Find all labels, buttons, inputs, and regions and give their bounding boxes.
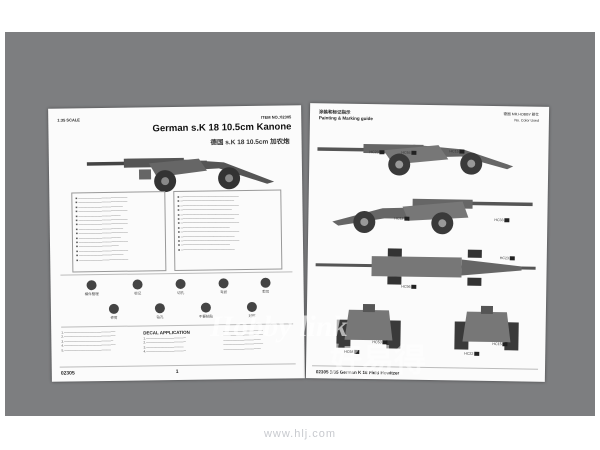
color-callout: HC22 (464, 352, 480, 356)
instructions-en-text: ■ ───────────────────── ■ ──────────────… (75, 195, 129, 263)
instructions-cn-box: ■ ───────────────────────── ■ ──────────… (173, 189, 283, 272)
icon-caption: 模件整理 (84, 292, 99, 297)
color-callout: HC23 (500, 256, 515, 260)
painting-view-front (336, 303, 401, 349)
color-callout: HC64 (401, 151, 417, 155)
item-number: ITEM NO.:02305 (260, 114, 292, 120)
watermark-cn: 好易得 (330, 342, 427, 378)
tool-icon-cut-hole (175, 278, 186, 290)
icon-caption: 切孔 (177, 290, 185, 295)
icon-caption: 剪切 (262, 289, 270, 294)
icon-caption: 钻孔 (156, 315, 164, 320)
guide-heading-en: Painting & Marking guide (318, 115, 373, 122)
tool-icon-bend (218, 278, 229, 289)
instructions-cn-text: ■ ───────────────────────── ■ ──────────… (177, 194, 240, 252)
watermark-url: www.hlj.com (263, 428, 337, 440)
notes-cn-block: 1.────────────────────── 2.─────────────… (61, 329, 116, 353)
color-callout: HC15 (492, 342, 508, 346)
painting-view-left-side (317, 143, 514, 176)
decal-heading: DECAL APPLICATION (143, 329, 190, 336)
tool-icon-mark (132, 279, 143, 290)
color-callout: HC56 (401, 285, 417, 289)
icon-caption: 修剪 (110, 315, 118, 320)
decal-instructions: 1.───────────────── 2.───────────────── … (143, 335, 186, 354)
instructions-en-box: ■ ───────────────────── ■ ──────────────… (71, 191, 167, 273)
cannon-side-view-drawing (86, 157, 275, 193)
scale-label: 1:35 SCALE (57, 117, 80, 123)
painting-view-rear (454, 305, 519, 351)
color-callout: HC33 (494, 218, 510, 222)
kit-title: German s.K 18 10.5cm Kanone (152, 121, 292, 135)
color-callout: HC23 (369, 150, 385, 154)
tool-icon-sort (86, 280, 97, 291)
painting-view-right-side (332, 198, 533, 235)
painting-view-top (315, 248, 536, 286)
tool-icon-cut (260, 277, 271, 288)
color-used-note: No. Color Used (514, 118, 539, 123)
watermark-hobbylink: Hobby link (210, 310, 348, 343)
icon-caption: 标记 (134, 291, 142, 296)
page-index: 1 (175, 368, 179, 376)
instruction-sheet-left: 1:35 SCALE ITEM NO.:02305 German s.K 18 … (48, 105, 305, 382)
color-callout: HC15 (449, 149, 465, 153)
tool-icon-trim (108, 303, 119, 314)
icon-caption: 弯折 (220, 290, 228, 295)
color-callout: HC12 (394, 216, 410, 221)
tool-icon-drill (154, 303, 165, 314)
paint-brand-line: 德国 MR.HOBBY 郡仕 (503, 112, 540, 117)
footer-divider (59, 363, 296, 368)
page-code: 02305 (60, 370, 75, 377)
painting-guide-sheet-right: 涂装和标记指示 Painting & Marking guide 德国 MR.H… (305, 103, 550, 382)
